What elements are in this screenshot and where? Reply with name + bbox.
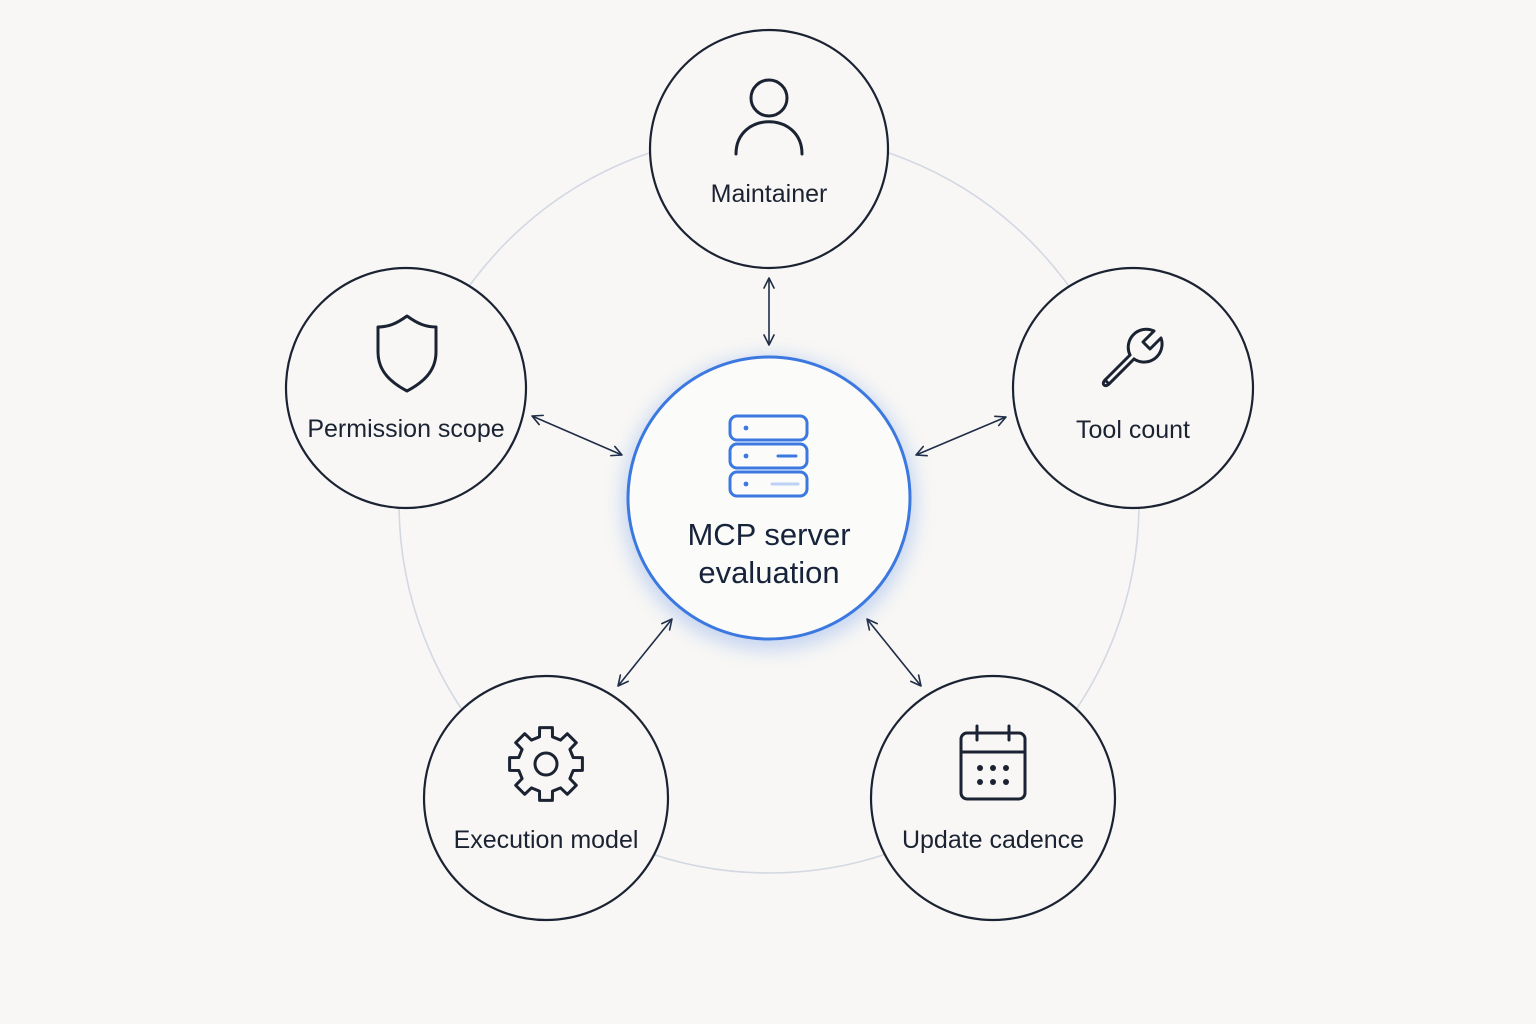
node-execution-model: Execution model: [422, 674, 670, 922]
node-permission-scope: Permission scope: [284, 266, 528, 510]
connectors: [531, 277, 1007, 687]
connector-execution-model: [617, 618, 673, 687]
calendar-icon: [959, 724, 1027, 801]
node-label-permission-scope: Permission scope: [307, 415, 504, 443]
connector-update-cadence: [866, 618, 922, 687]
node-update-cadence: Update cadence: [869, 674, 1117, 922]
node-label-execution-model: Execution model: [454, 826, 639, 854]
node-label-update-cadence: Update cadence: [902, 826, 1084, 854]
connector-tool-count: [915, 415, 1007, 457]
center-node: MCP server evaluation: [623, 355, 915, 649]
node-label-tool-count: Tool count: [1076, 416, 1190, 444]
node-label-maintainer: Maintainer: [711, 180, 828, 208]
center-title-line1: MCP server: [687, 517, 850, 552]
center-title-line2: evaluation: [698, 555, 839, 590]
node-tool-count: Tool count: [1011, 266, 1255, 510]
shield-icon: [376, 314, 438, 393]
gear-icon: [508, 726, 584, 802]
connector-permission-scope: [531, 414, 623, 457]
user-icon: [734, 78, 804, 156]
node-maintainer: Maintainer: [648, 28, 890, 270]
server-stack-icon: [728, 414, 809, 498]
wrench-icon: [1101, 327, 1164, 388]
